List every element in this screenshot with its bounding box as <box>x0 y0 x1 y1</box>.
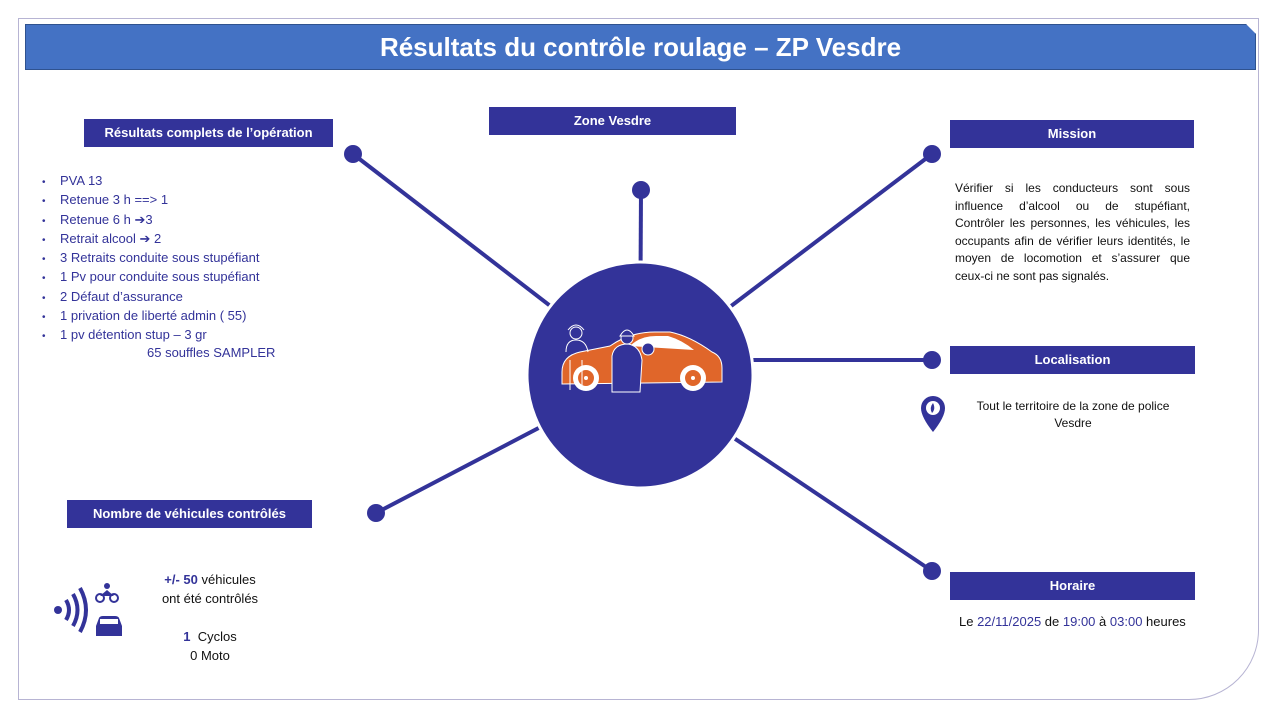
list-item: •2 Défaut d’assurance <box>42 288 183 304</box>
dot-horaire <box>923 562 941 580</box>
cyclos-count: 1 <box>183 629 191 644</box>
list-item: •3 Retraits conduite sous stupéfiant <box>42 250 260 266</box>
list-item: •PVA 13 <box>42 173 103 188</box>
localisation-label: Localisation <box>950 346 1195 374</box>
vehicles-label: Nombre de véhicules contrôlés <box>67 500 312 528</box>
police-car-illustration-icon <box>561 324 723 393</box>
results-label: Résultats complets de l’opération <box>84 119 333 147</box>
slide-frame <box>18 18 1259 700</box>
list-item: •1 Pv pour conduite sous stupéfiant <box>42 269 260 285</box>
list-item: •1 pv détention stup – 3 gr <box>42 327 207 343</box>
mission-label: Mission <box>950 120 1194 148</box>
dot-localisation <box>923 351 941 369</box>
list-item: •1 privation de liberté admin ( 55) <box>42 308 247 324</box>
page-title: Résultats du contrôle roulage – ZP Vesdr… <box>25 24 1256 70</box>
mission-text: Vérifier si les conducteurs sont sous in… <box>955 181 1190 283</box>
dot-vehicles <box>367 504 385 522</box>
start-time: 19:00 <box>1062 614 1096 629</box>
vehicle-radar-icon <box>54 583 122 636</box>
end-time: 03:00 <box>1109 614 1143 629</box>
vehicle-count: +/- 50 <box>164 572 198 587</box>
list-item: •Retrait alcool ➔ 2 <box>42 230 162 246</box>
dot-mission <box>923 145 941 163</box>
horaire-text: Le 22/11/2025 de 19:00 à 03:00 heures <box>959 614 1186 629</box>
location-pin-icon <box>921 396 945 432</box>
moto-count: 0 Moto <box>190 648 230 663</box>
list-item: •Retenue 3 h ==> 1 <box>42 192 169 208</box>
localisation-text: Tout le territoire de la zone de police … <box>976 399 1170 430</box>
results-list: •PVA 13 •Retenue 3 h ==> 1 •Retenue 6 h … <box>42 171 259 345</box>
list-item: •Retenue 6 h ➔3 <box>42 211 153 227</box>
dot-results <box>344 145 362 163</box>
horaire-label: Horaire <box>950 572 1195 600</box>
dot-zone <box>632 181 650 199</box>
sampler-count: 65 souffles SAMPLER <box>147 345 276 360</box>
date: 22/11/2025 <box>977 614 1042 629</box>
zone-label: Zone Vesdre <box>489 107 736 135</box>
vehicles-summary: +/- 50 véhicules ont été contrôlés 1 Cyc… <box>130 570 290 665</box>
